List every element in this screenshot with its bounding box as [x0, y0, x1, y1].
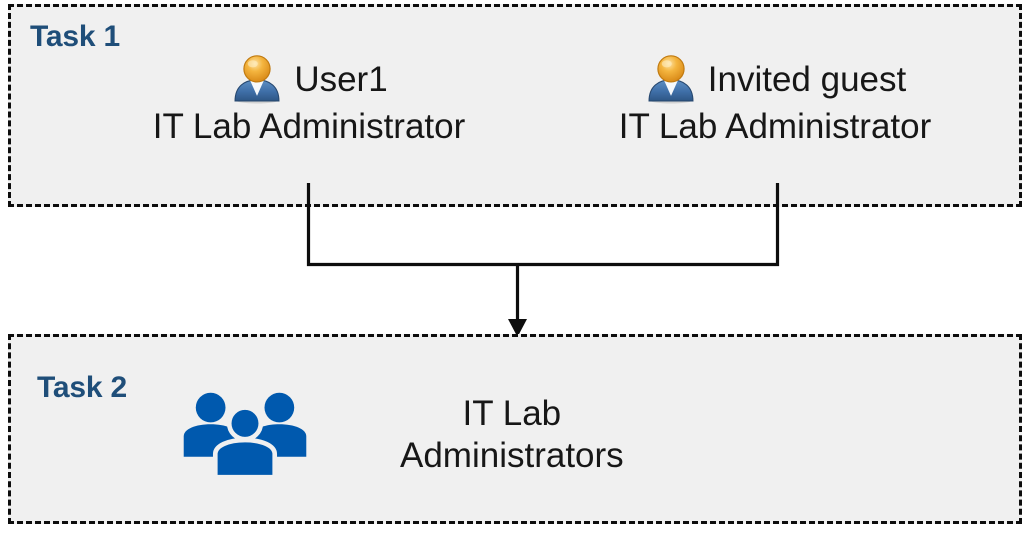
task1-label: Task 1	[30, 20, 120, 53]
task2-container	[8, 334, 1022, 524]
task1-container	[8, 4, 1022, 207]
person-invited-guest: Invited guest IT Lab Administrator	[596, 52, 954, 146]
person-user1-top: User1	[130, 52, 488, 106]
person-invited-guest-name: Invited guest	[707, 59, 907, 99]
user-icon	[234, 55, 280, 104]
person-user1: User1 IT Lab Administrator	[130, 52, 488, 146]
person-invited-guest-top: Invited guest	[596, 52, 954, 106]
person-invited-guest-role: IT Lab Administrator	[618, 107, 932, 146]
task2-group-label: IT Lab Administrators	[400, 394, 624, 475]
task2-label: Task 2	[37, 371, 127, 404]
person-user1-name: User1	[294, 59, 388, 99]
person-user1-role: IT Lab Administrator	[152, 107, 466, 146]
task2-group-row: IT Lab Administrators	[180, 388, 880, 481]
user-icon	[648, 55, 694, 104]
group-of-people-icon	[183, 392, 307, 480]
